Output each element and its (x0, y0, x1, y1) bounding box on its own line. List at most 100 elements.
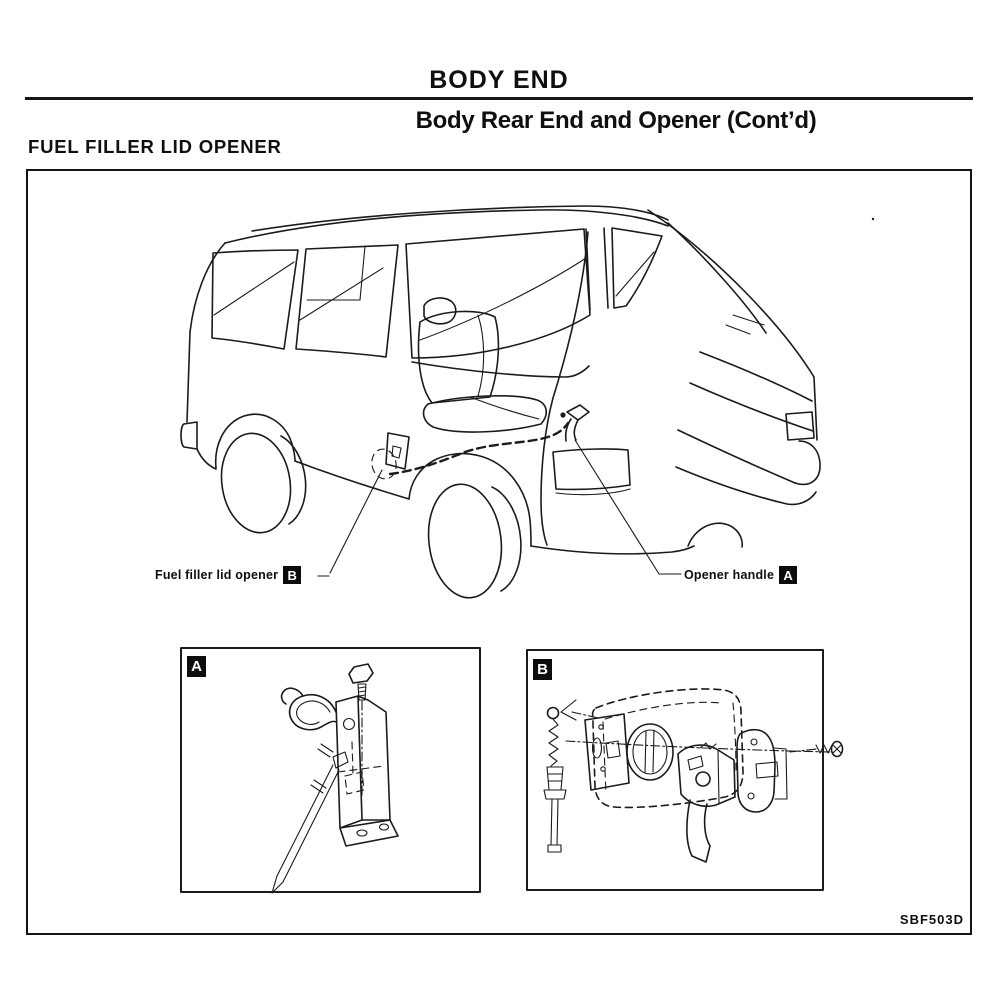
a-pillar-far (647, 209, 818, 441)
scan-speck (871, 217, 875, 221)
inset-b-lid-inner-right (732, 702, 737, 773)
inset-b-latch-pivot (695, 771, 711, 787)
rear-pillar (189, 242, 226, 333)
callout-opener-handle-label: Opener handle (684, 568, 775, 582)
inset-b-cable-tube (550, 798, 559, 846)
front-door-window (405, 228, 591, 359)
figure-code: SBF503D (899, 912, 964, 927)
leader-line-opener-handle (574, 439, 682, 575)
filler-lid-highlight-circle (371, 448, 397, 480)
inset-b-cable-end (547, 844, 562, 853)
opener-handle-icon (560, 404, 590, 442)
inset-b-cable-ferrule (546, 766, 564, 791)
front-step-panel (552, 448, 631, 491)
leader-line-filler-lid (329, 469, 383, 574)
inset-b-bezel-grip-lines (644, 729, 655, 774)
rear-edge (186, 331, 191, 423)
inset-b-latch-arm (686, 799, 711, 863)
vent-window-reflection (615, 251, 655, 297)
inset-a-handle-tip (280, 687, 304, 705)
inset-b-arrow-axis (571, 711, 599, 719)
inset-a-hidden-box (344, 771, 365, 795)
inset-b-latch-spring (699, 742, 717, 750)
rear-bumper-end (180, 421, 198, 450)
inset-a-plate-hole (342, 717, 356, 731)
inset-a-clevis (332, 751, 349, 769)
vent-window (611, 227, 663, 309)
inset-b-plate-hole-1 (598, 724, 604, 730)
inset-b-back-plate-tab (755, 761, 779, 779)
far-front-wheel-arc (687, 522, 744, 548)
front-wheel-arch (408, 452, 532, 547)
rear-wheel-rim-edge (280, 435, 307, 525)
callout-opener-handle: Opener handle A (684, 566, 798, 584)
inset-b-mount-bracket (773, 747, 788, 800)
inset-a-foot-hole-1 (356, 829, 368, 837)
inset-b-bezel-outer (626, 723, 674, 781)
inset-b-striker-plate (584, 713, 630, 791)
inset-b-latch-body (677, 744, 736, 808)
slide-window-divider-v (359, 245, 366, 301)
inset-b-latch-body-line (717, 749, 720, 804)
inset-b-direction-arrow (560, 699, 577, 721)
front-wheel (427, 483, 503, 599)
door-pillar-line-2 (603, 227, 609, 309)
opener-handle-stem (564, 418, 579, 442)
inset-b-screw-head (830, 740, 844, 758)
inset-b-lid-inner-top (604, 701, 722, 720)
inset-b-cable-coil (548, 718, 559, 767)
slide-door-window (295, 244, 399, 358)
inset-a-bracket-flange (357, 695, 391, 821)
inset-b-lid-inner-left (602, 721, 607, 794)
inset-a-bracket-foot (339, 819, 399, 847)
inset-b-back-plate-hole-1 (750, 738, 758, 746)
inset-a-foot-hole-2 (378, 823, 390, 831)
inset-a-bolt-head (348, 663, 374, 684)
inset-b-screw-axis (789, 748, 817, 753)
filler-lid-panel (385, 432, 410, 470)
inset-b-plate-hole-2 (600, 766, 606, 772)
inset-a-bolt-shaft (357, 683, 367, 701)
callout-fuel-filler-lid-opener-label: Fuel filler lid opener (155, 568, 279, 582)
seat-back (417, 310, 500, 404)
front-step-panel-bottom (555, 488, 631, 496)
inset-b-bezel-inner (632, 729, 668, 775)
inset-b-cable-knob (546, 706, 560, 720)
front-door-window-reflection (419, 257, 587, 341)
fuel-filler-lid (371, 432, 410, 480)
wiper-line-2 (725, 324, 751, 335)
hood-crease (689, 382, 814, 432)
inset-a-spring-hatch-1 (317, 743, 334, 758)
inset-b-back-plate-hole-2 (747, 792, 755, 800)
callout-fuel-filler-lid-opener: Fuel filler lid opener B (155, 566, 302, 584)
inset-b-cable-flange (543, 789, 567, 800)
rear-wheel (220, 432, 292, 534)
a-pillar-near (667, 222, 767, 334)
rear-wheel-arch (214, 413, 296, 469)
seat-back-bolster-line (477, 314, 485, 397)
body-bottom-line (530, 545, 695, 555)
inset-b-drawing (526, 649, 844, 891)
rear-lower-edge (196, 448, 217, 470)
rear-quarter-window-reflection (213, 261, 295, 316)
seat-cushion-line (469, 396, 540, 420)
slide-door-window-reflection (299, 267, 384, 321)
badge-a: A (779, 566, 798, 584)
inset-a-cable-rod (271, 764, 340, 894)
header-divider (25, 97, 973, 100)
inset-b-screw-thread (815, 744, 833, 754)
front-bumper-top (677, 429, 796, 484)
front-bumper-end-cap (794, 440, 821, 486)
driver-seat (417, 297, 547, 433)
opener-handle-pivot (560, 412, 566, 418)
inset-b-screw-slot (832, 744, 842, 754)
seat-headrest (423, 297, 457, 325)
subsection-title: Body Rear End and Opener (Cont’d) (415, 107, 817, 134)
opener-handle-flag (566, 404, 590, 421)
opener-cable-route (388, 421, 570, 476)
inset-b-lid-dashed-outline (591, 688, 744, 809)
inset-a-badge: A (187, 656, 206, 677)
inset-a-fold-line (357, 699, 363, 819)
badge-b: B (283, 566, 302, 584)
